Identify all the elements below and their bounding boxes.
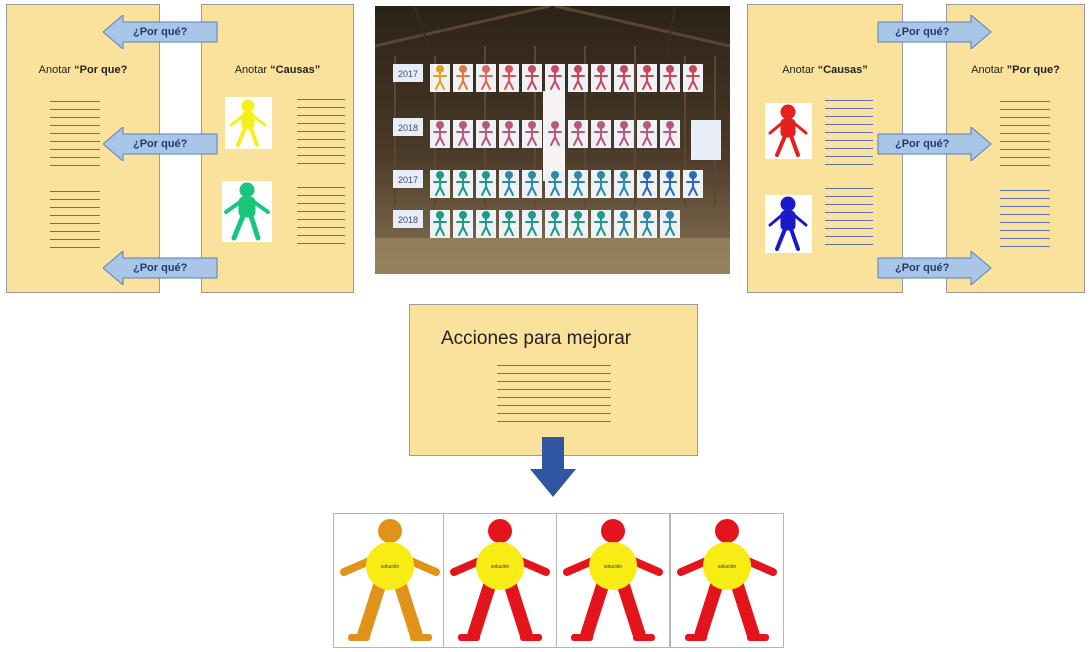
right-causas-lines-top: [825, 100, 873, 172]
photo-year-label-2: 2018: [398, 123, 418, 133]
right-porque-arrow-3: ¿Por qué?: [877, 251, 992, 285]
blue-person-icon: [765, 195, 812, 253]
left-porque-arrow-3: ¿Por qué?: [103, 251, 218, 285]
right-porque-arrow-1: ¿Por qué?: [877, 15, 992, 49]
solution-label: solución: [718, 564, 737, 570]
red-person-icon: [765, 103, 812, 159]
solution-label: solución: [381, 564, 400, 570]
acciones-box: [409, 304, 698, 456]
left-porque-arrow-1: ¿Por qué?: [103, 15, 218, 49]
solution-card-2: solución: [443, 513, 557, 648]
acciones-title: Acciones para mejorar: [441, 328, 632, 349]
left-porque-lines-bottom: [50, 191, 100, 255]
right-porque-label: Anotar ”Por que?: [971, 64, 1060, 76]
yellow-person-icon: [225, 97, 272, 149]
solution-card-1: solución: [333, 513, 447, 648]
photo-year-label-4: 2018: [398, 215, 418, 225]
left-causas-label: Anotar “Causas”: [234, 64, 321, 76]
solution-card-3: solución: [556, 513, 670, 648]
right-porque-lines-bottom: [1000, 190, 1050, 254]
left-porque-arrow-2: ¿Por qué?: [103, 127, 218, 161]
solution-label: solución: [491, 564, 510, 570]
solution-card-4: solución: [670, 513, 784, 648]
photo-year-label-1: 2017: [398, 69, 418, 79]
solution-label: solución: [604, 564, 623, 570]
acciones-lines: [497, 365, 611, 429]
right-causas-lines-bottom: [825, 188, 873, 252]
green-person-icon: [222, 181, 272, 242]
workshop-photo: 2017 2018 2017 2018: [375, 6, 730, 274]
photo-year-label-3: 2017: [398, 175, 418, 185]
left-porque-lines-top: [50, 101, 100, 173]
right-causas-label: Anotar “Causas”: [782, 64, 868, 76]
left-porque-label: Anotar “Por que?: [38, 64, 128, 76]
right-porque-arrow-2: ¿Por qué?: [877, 127, 992, 161]
left-causas-lines-top: [297, 99, 345, 171]
left-causas-lines-bottom: [297, 187, 345, 251]
right-porque-lines-top: [1000, 101, 1050, 173]
down-arrow-icon: [530, 437, 576, 497]
